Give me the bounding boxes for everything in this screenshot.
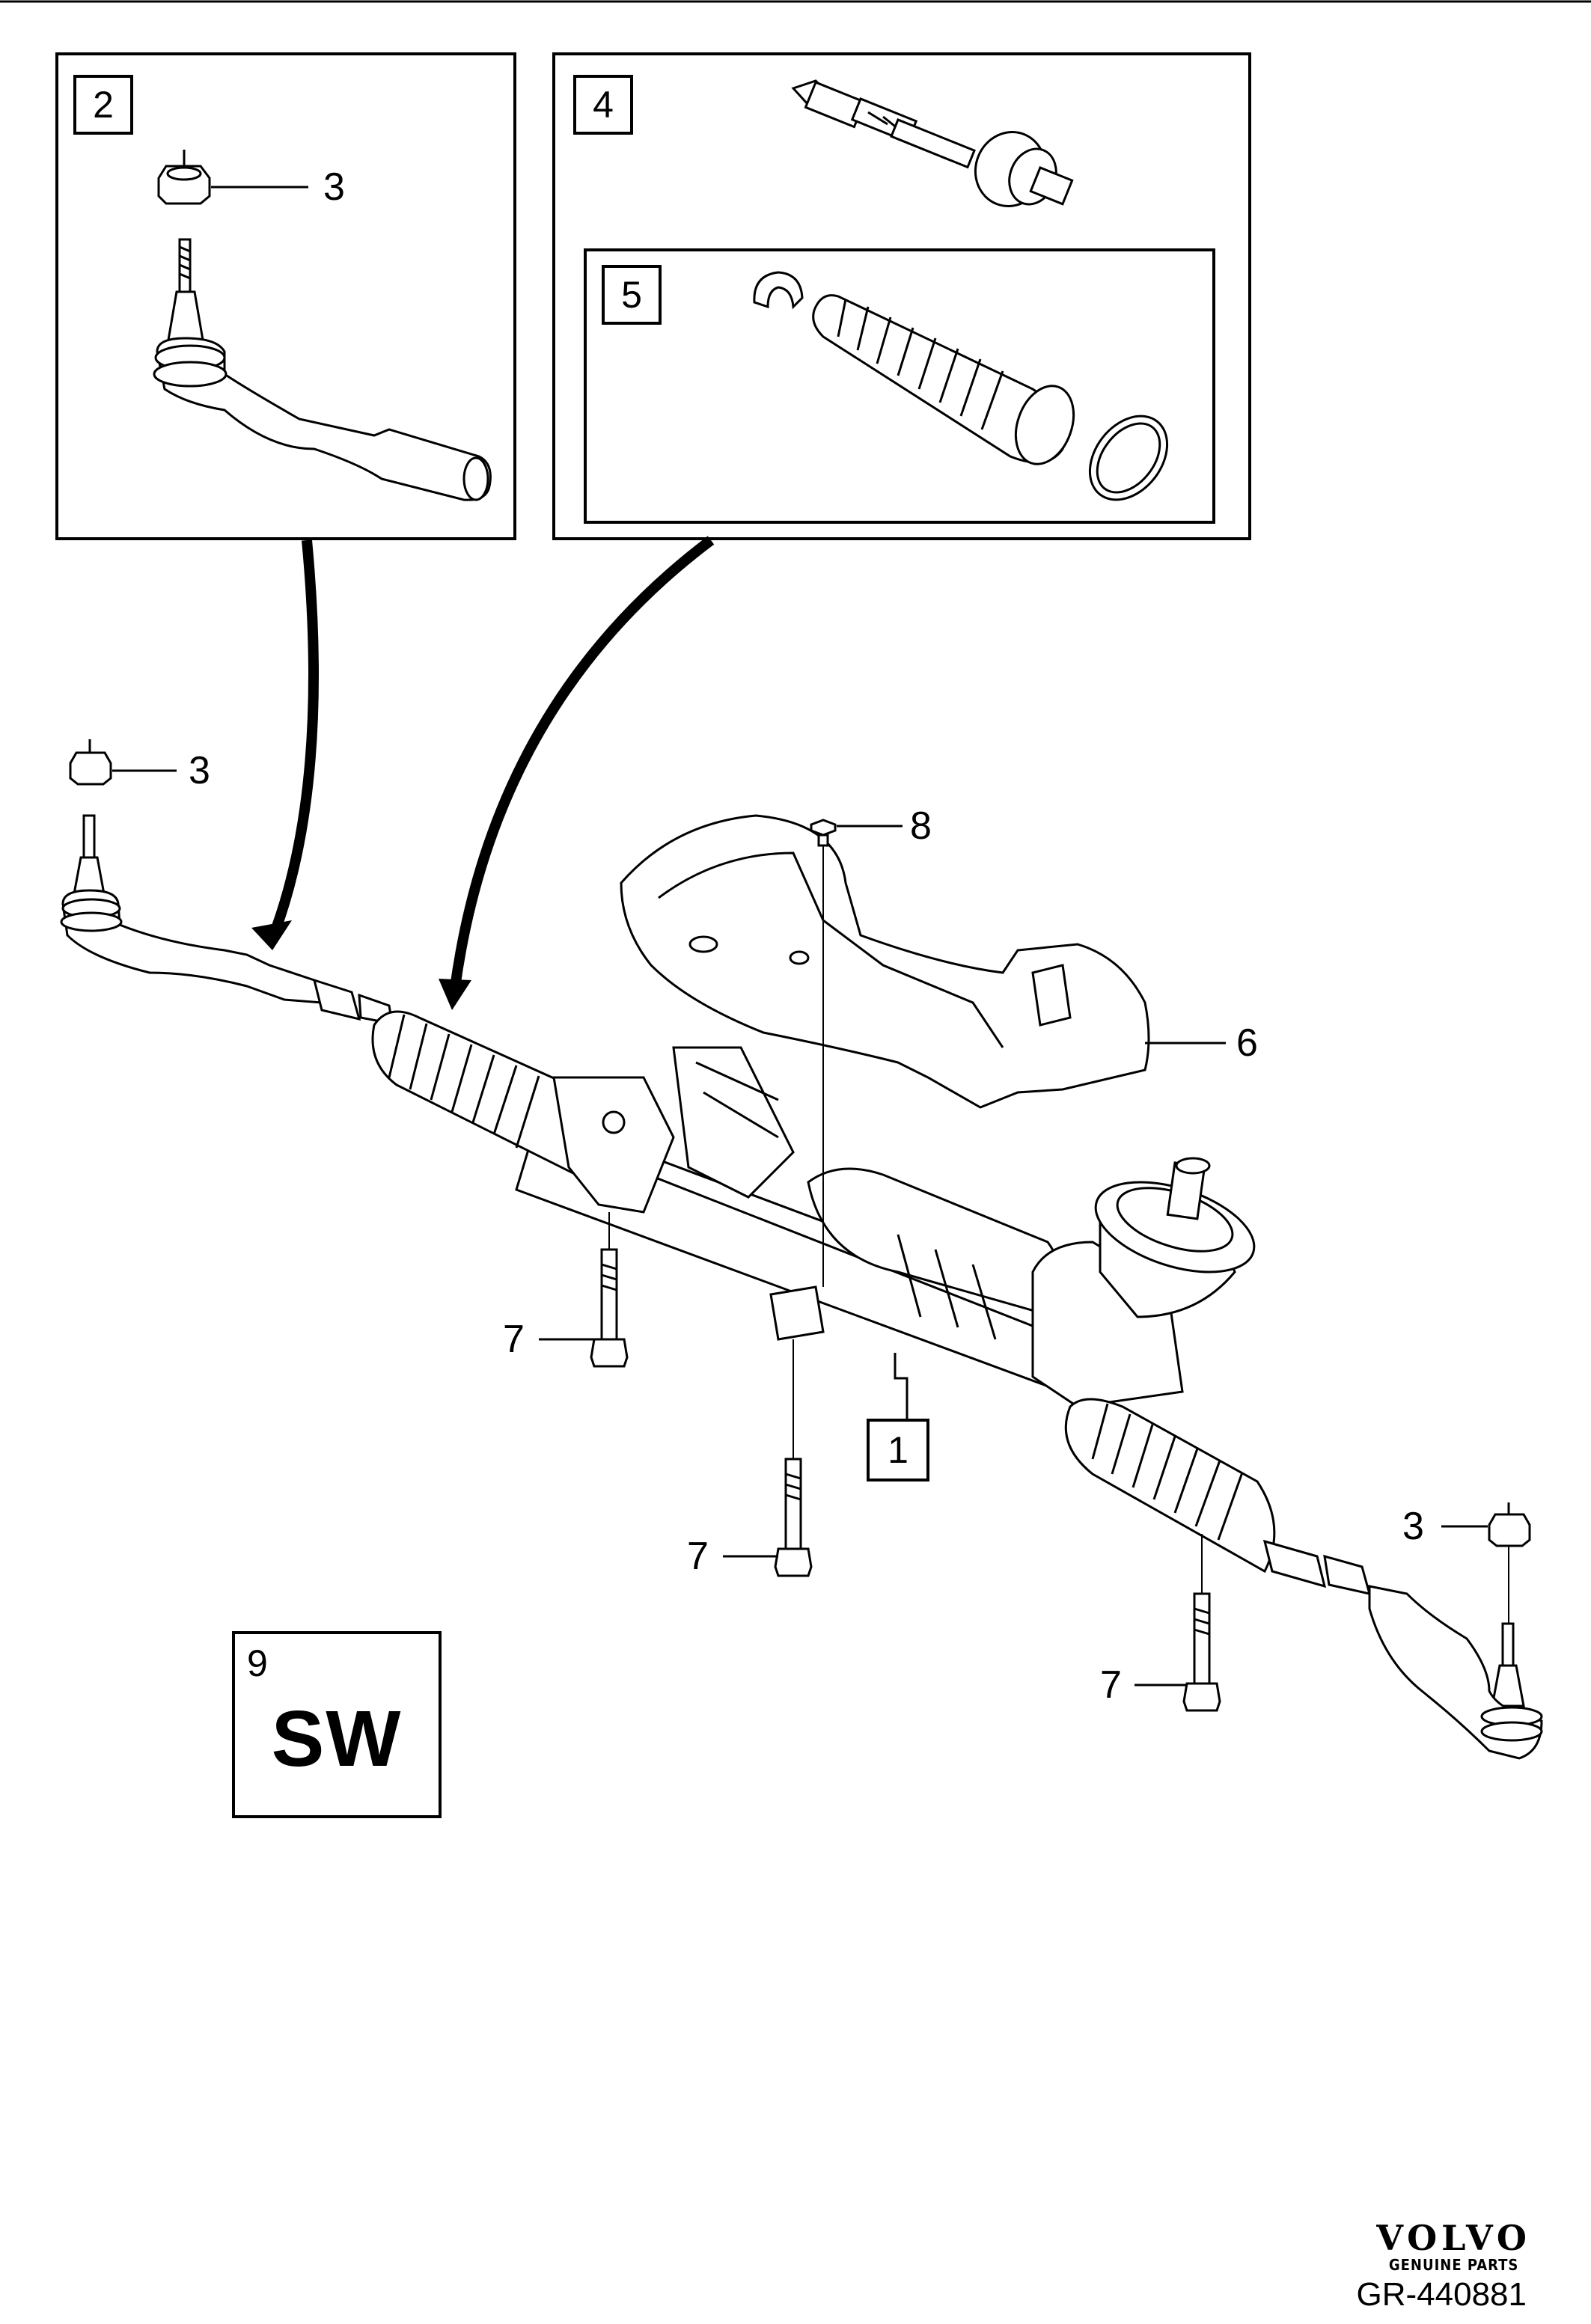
callout-nut-left: 3: [189, 749, 210, 792]
callout-nut-right: 3: [1402, 1505, 1424, 1548]
diagram-reference: GR-440881: [1356, 2276, 1527, 2313]
logo-subtext: GENUINE PARTS: [1388, 2256, 1519, 2274]
steering-gear-drawing: [371, 1010, 1372, 1596]
heat-shield-screw-drawing: [810, 819, 837, 847]
callout-bolt-center: 7: [687, 1535, 709, 1578]
callout-nut-inset: 3: [323, 165, 345, 209]
boot-kit-drawing: [753, 271, 1169, 501]
inner-tie-rod-drawing: [791, 79, 1074, 207]
logo-wordmark: VOLVO: [1376, 2218, 1531, 2258]
inset-label-2: 2: [73, 75, 133, 135]
inset-label-5: 5: [602, 265, 662, 325]
callout-bolt-right: 7: [1100, 1663, 1122, 1707]
callout-bolt-left: 7: [503, 1318, 525, 1361]
tie-rod-end-left-drawing: [60, 739, 394, 1025]
mount-bolts-drawing: [590, 1248, 1221, 1712]
callout-screw: 8: [910, 804, 932, 848]
leader-1: [894, 1353, 909, 1419]
inset-label-4: 4: [573, 75, 633, 135]
callout-steering-gear: 1: [867, 1419, 929, 1481]
volvo-logo: VOLVO GENUINE PARTS: [1376, 2221, 1531, 2275]
tie-rod-end-right-drawing: [1368, 1502, 1543, 1760]
software-box-number: 9: [247, 1642, 268, 1684]
heat-shield-drawing: [620, 814, 1150, 1109]
callout-heat-shield: 6: [1236, 1021, 1258, 1065]
arrow-inset-2: [272, 539, 319, 929]
software-box-label: SW: [271, 1695, 403, 1783]
tie-rod-end-inset-drawing: [153, 150, 492, 501]
arrow-inset-4: [450, 536, 715, 988]
software-box: 9 SW: [232, 1631, 442, 1818]
